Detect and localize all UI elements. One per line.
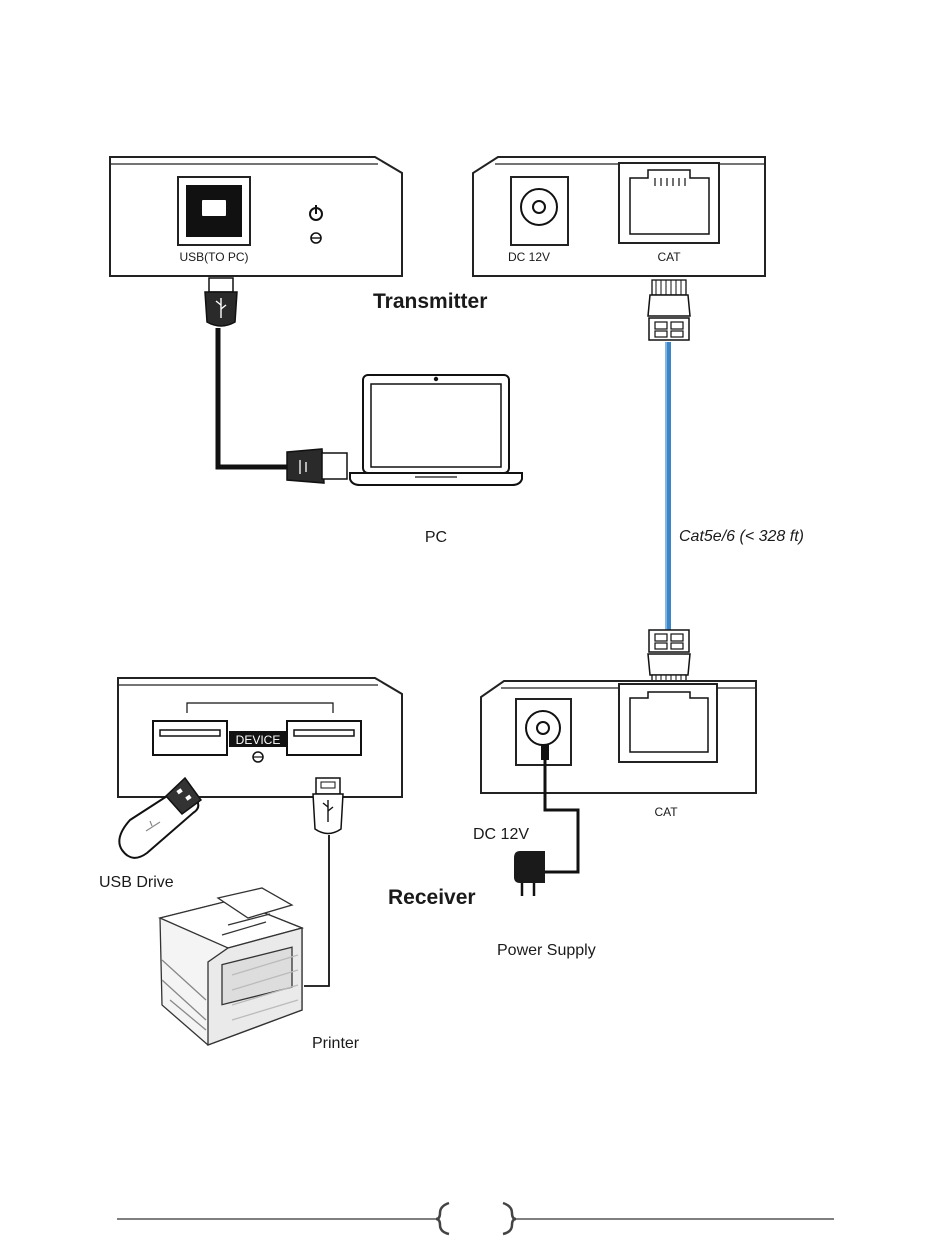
- dc-12v-tx-label: DC 12V: [508, 250, 550, 264]
- receiver-power-unit: [481, 681, 756, 793]
- cat-tx-label: CAT: [657, 250, 681, 264]
- transmitter-title: Transmitter: [373, 290, 487, 313]
- dc-12v-rx-label: DC 12V: [473, 826, 529, 843]
- printer-usb-plug: [313, 778, 343, 834]
- pc-label: PC: [425, 529, 447, 546]
- usb-drive-label: USB Drive: [99, 874, 174, 891]
- usb-a-plug: [287, 449, 347, 483]
- transmitter-usb-unit: [110, 157, 402, 276]
- cable-label: Cat5e/6 (< 328 ft): [679, 528, 804, 545]
- device-label: DEVICE: [236, 733, 281, 747]
- receiver-title: Receiver: [388, 886, 476, 909]
- usb-to-pc-label: USB(TO PC): [179, 250, 248, 264]
- printer-label: Printer: [312, 1035, 360, 1052]
- printer-icon: [160, 888, 302, 1045]
- power-adapter-icon: [514, 851, 545, 896]
- usb-b-plug: [205, 278, 237, 326]
- page-footer: [117, 1203, 834, 1234]
- power-supply-label: Power Supply: [497, 942, 596, 959]
- rj45-plug-icon: [648, 280, 690, 340]
- laptop-icon: [350, 375, 522, 485]
- cat-rx-label: CAT: [654, 805, 678, 819]
